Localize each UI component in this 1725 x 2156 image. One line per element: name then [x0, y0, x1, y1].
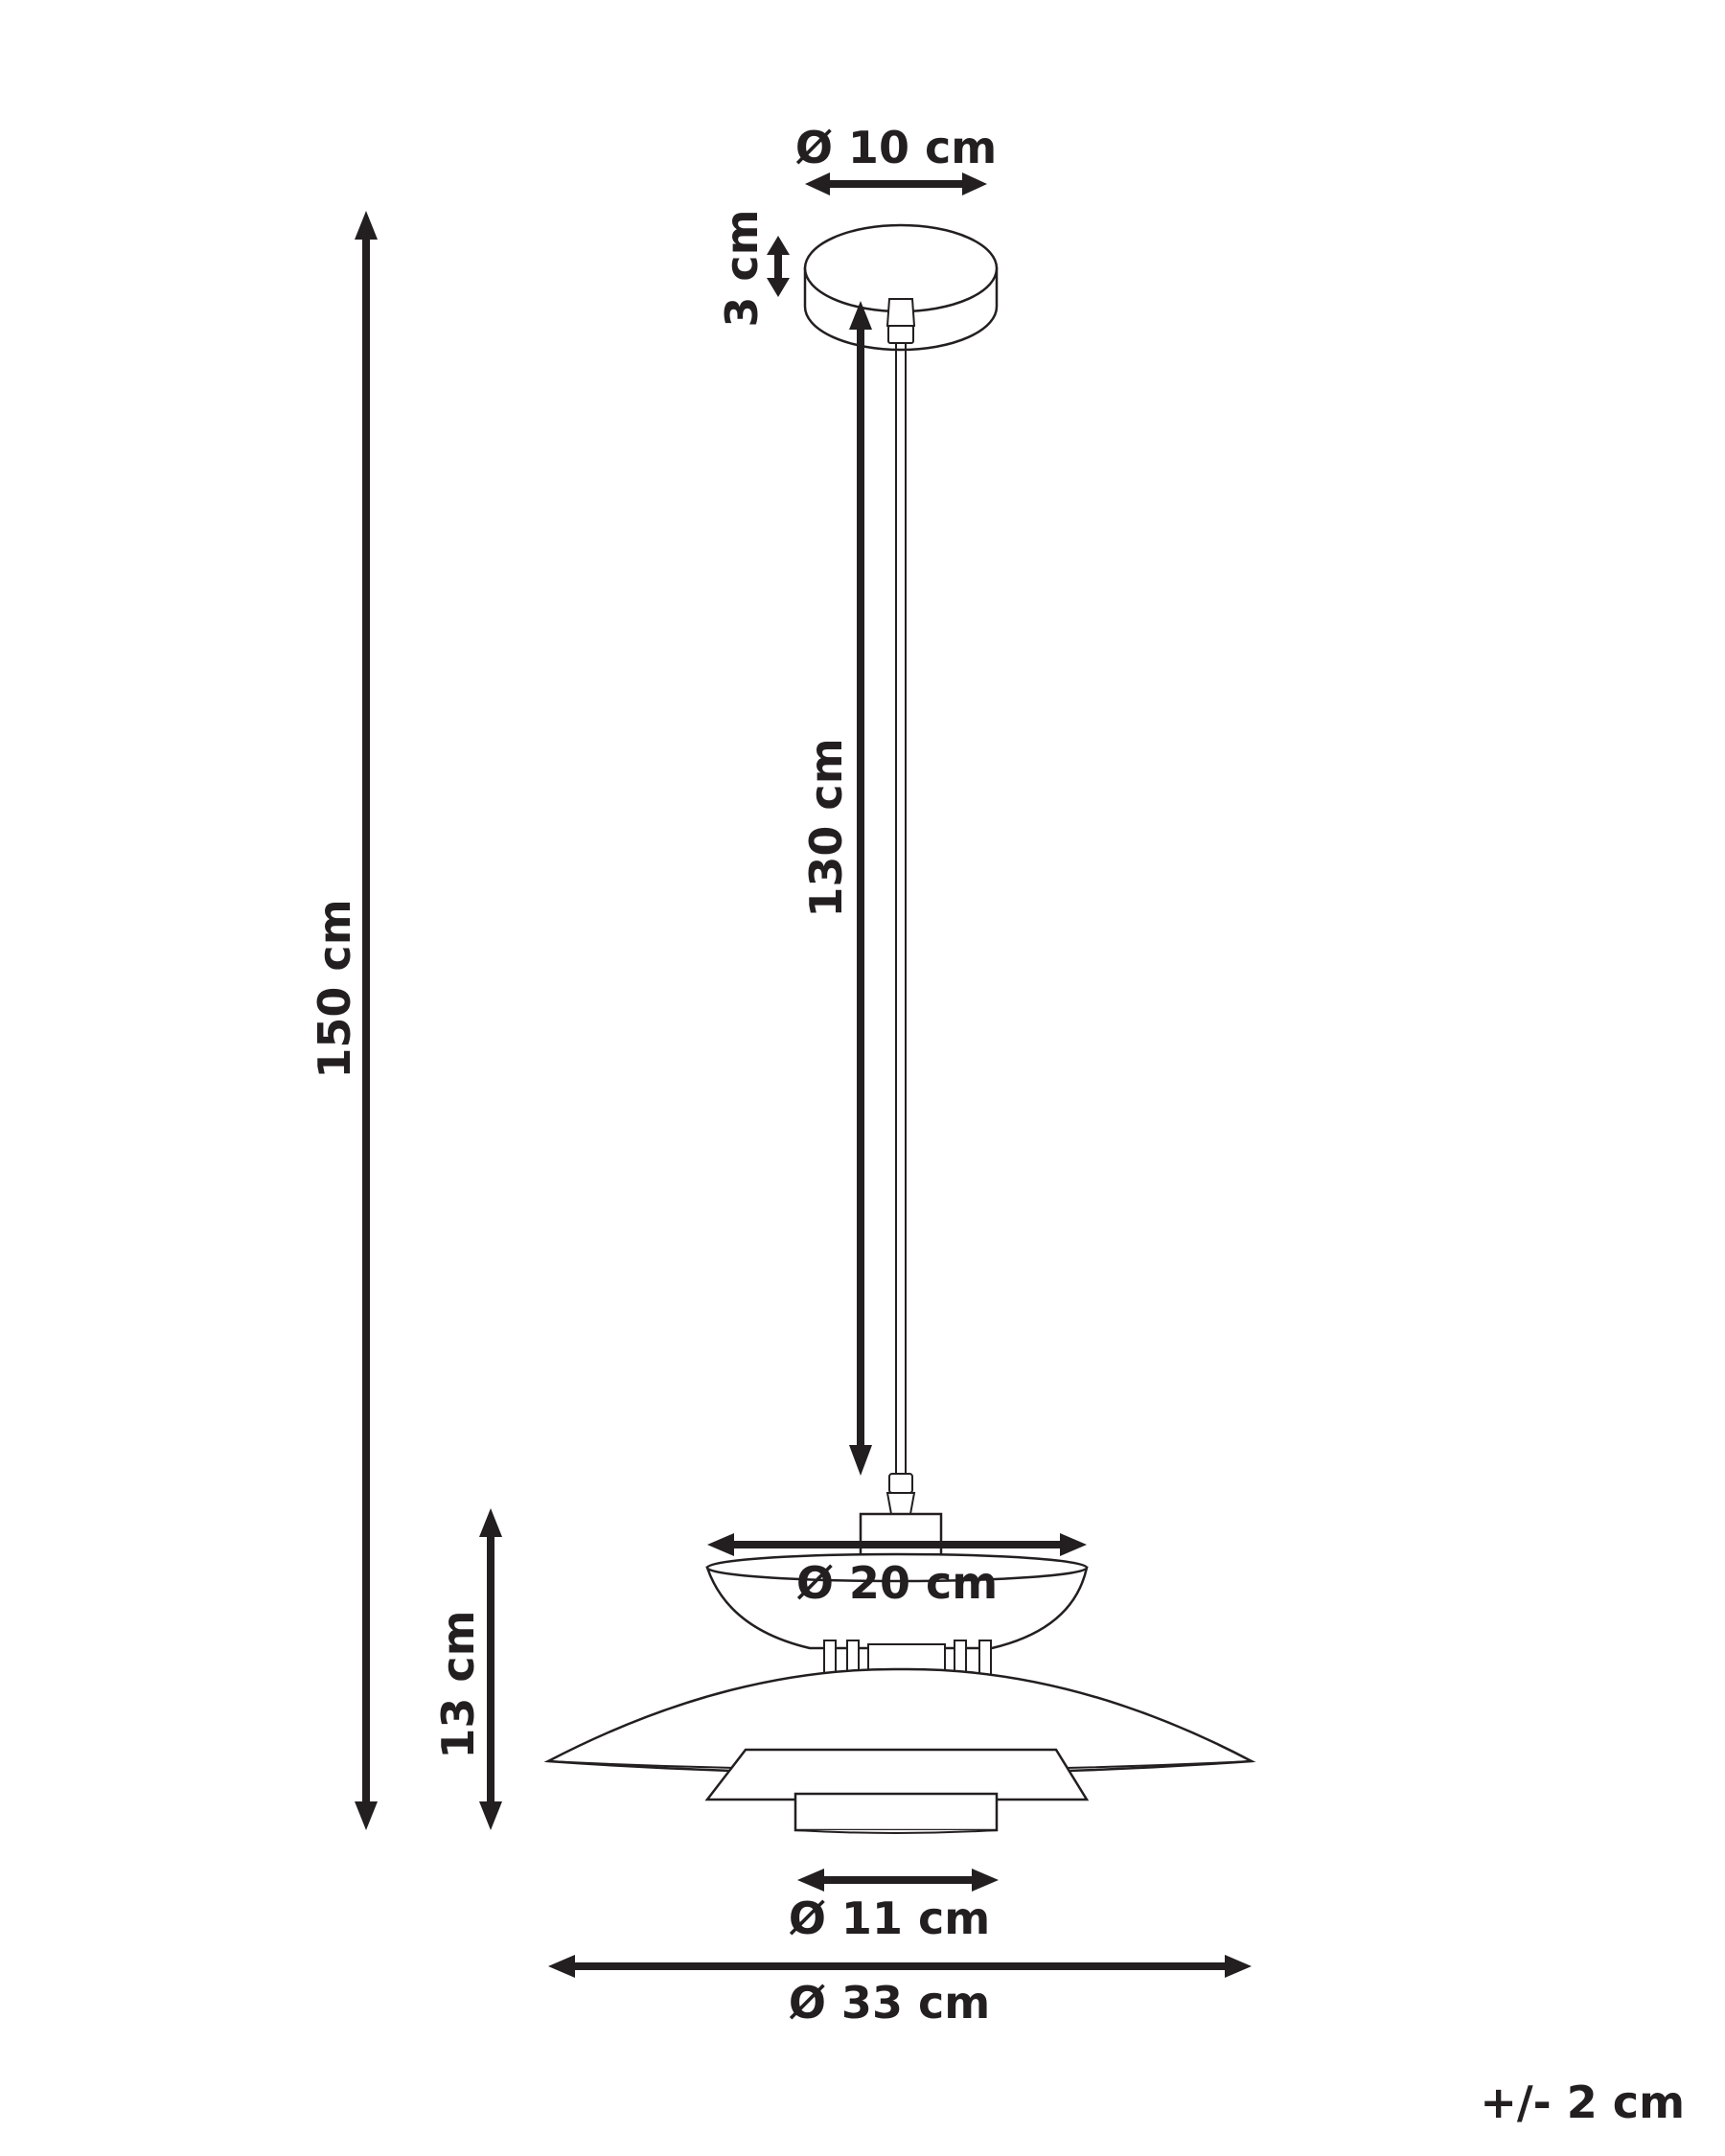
- cable-length-label: 130 cm: [800, 738, 852, 917]
- suspension-cable: [895, 343, 907, 1474]
- dimension-labels: Ø 10 cm 3 cm 130 cm 150 cm 13 cm Ø 20 cm…: [309, 122, 1685, 2128]
- shade-height-label: 13 cm: [432, 1610, 484, 1758]
- upper-shade-diameter-label: Ø 20 cm: [796, 1557, 998, 1609]
- shade-top-cap: [859, 1512, 943, 1558]
- tolerance-note: +/- 2 cm: [1480, 2076, 1685, 2128]
- bottom-diffuser-diameter-arrow: [797, 1869, 999, 1892]
- total-height-arrow: [355, 211, 378, 1830]
- lamp-cable-connector: [886, 1473, 916, 1515]
- middle-shade: [704, 1748, 1090, 1801]
- canopy-diameter-label: Ø 10 cm: [795, 122, 997, 173]
- upper-shade-diameter-arrow: [707, 1533, 1087, 1556]
- main-shade-diameter-label: Ø 33 cm: [789, 1977, 990, 2029]
- canopy-cable-connector: [886, 298, 916, 344]
- canopy-height-label: 3 cm: [716, 209, 768, 327]
- cable-length-arrow: [849, 301, 872, 1476]
- upper-shade: [705, 1552, 1089, 1650]
- bottom-diffuser: [794, 1792, 999, 1834]
- bottom-diffuser-diameter-label: Ø 11 cm: [789, 1892, 990, 1944]
- canopy-diameter-arrow: [805, 172, 987, 195]
- main-shade-diameter-arrow: [548, 1955, 1252, 1978]
- shade-height-arrow: [479, 1508, 502, 1830]
- canopy-height-arrow: [767, 236, 790, 297]
- dimension-lines: [355, 172, 1252, 1978]
- total-height-label: 150 cm: [309, 899, 360, 1078]
- lamp-drawing: [543, 223, 1256, 1834]
